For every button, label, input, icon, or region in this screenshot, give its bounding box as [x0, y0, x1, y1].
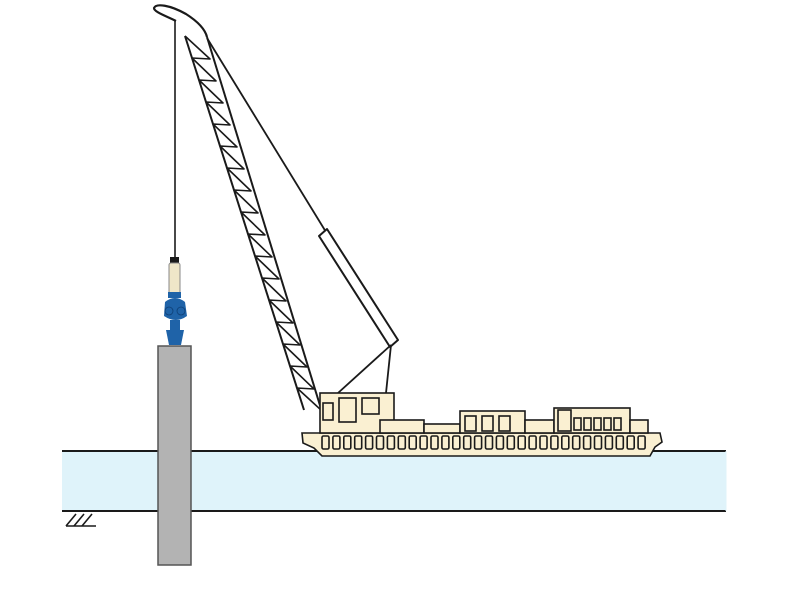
porthole — [528, 435, 537, 450]
porthole — [593, 435, 603, 450]
hull-portholes — [321, 435, 646, 450]
porthole — [451, 435, 461, 450]
porthole — [517, 435, 527, 450]
porthole — [441, 435, 450, 450]
porthole — [495, 435, 505, 450]
porthole — [473, 435, 483, 450]
porthole — [375, 435, 385, 450]
lattice-boom-crane-icon — [152, 4, 399, 413]
porthole — [560, 435, 570, 450]
porthole — [364, 435, 374, 450]
porthole — [626, 435, 636, 450]
porthole — [615, 435, 625, 450]
porthole — [637, 435, 646, 450]
porthole — [430, 435, 439, 450]
porthole — [539, 435, 548, 450]
porthole — [484, 435, 494, 450]
porthole — [386, 435, 396, 450]
porthole — [582, 435, 592, 450]
porthole — [550, 435, 559, 450]
boom-tip — [152, 4, 209, 38]
porthole — [397, 435, 407, 450]
porthole — [353, 435, 363, 450]
porthole — [604, 435, 614, 450]
crane-barge-icon — [301, 392, 663, 457]
porthole — [321, 435, 330, 450]
porthole — [462, 435, 472, 450]
porthole — [506, 435, 516, 450]
seabed-hatch-icon — [65, 513, 96, 527]
boom-backstay — [318, 228, 399, 348]
porthole — [419, 435, 428, 450]
porthole — [342, 435, 352, 450]
porthole — [408, 435, 418, 450]
vibratory-hammer-icon — [164, 257, 187, 345]
steel-pile-icon — [157, 345, 192, 566]
porthole — [571, 435, 581, 450]
porthole — [332, 435, 341, 450]
